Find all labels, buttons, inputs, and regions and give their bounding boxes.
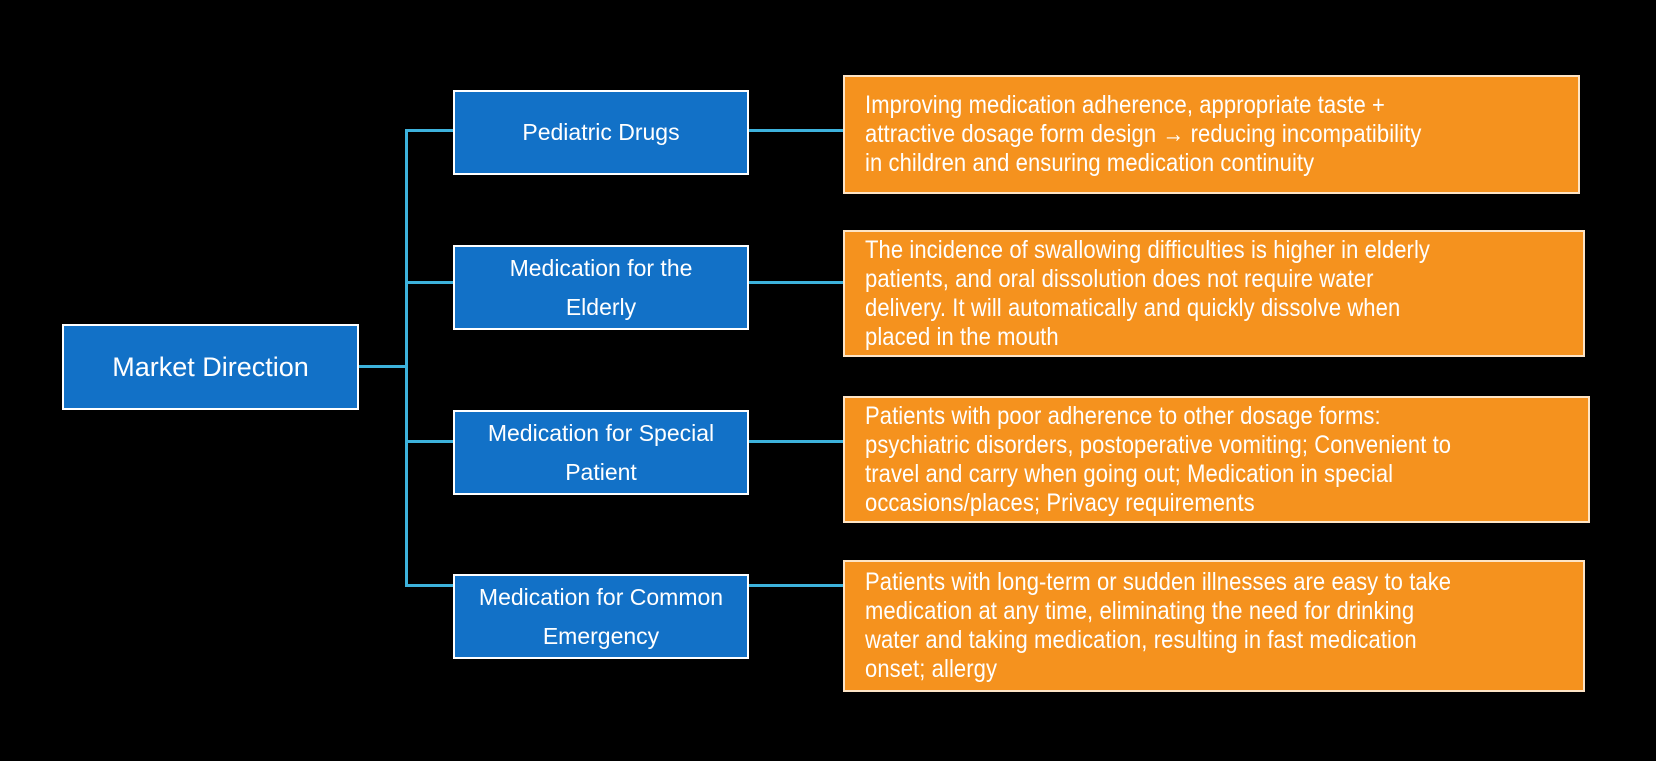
description-text: The incidence of swallowing difficulties… <box>865 235 1431 351</box>
connector-desc-elderly <box>749 281 843 284</box>
description-text: Patients with long-term or sudden illnes… <box>865 568 1452 683</box>
connector-desc-special <box>749 440 843 443</box>
branch-node-label: Medication for Special Patient <box>487 419 715 485</box>
branch-node-pediatric-drugs: Pediatric Drugs <box>453 90 749 175</box>
branch-node-medication-common-emergency: Medication for Common Emergency <box>453 574 749 659</box>
branch-node-label: Medication for the Elderly <box>509 254 693 320</box>
root-node-label: Market Direction <box>112 351 309 382</box>
branch-node-medication-special-patient: Medication for Special Patient <box>453 410 749 495</box>
description-box-pediatric-drugs: Improving medication adherence, appropri… <box>843 75 1580 194</box>
description-text: Improving medication adherence, appropri… <box>865 91 1422 177</box>
branch-node-medication-elderly: Medication for the Elderly <box>453 245 749 330</box>
connector-desc-emergency <box>749 584 843 587</box>
branch-node-label: Medication for Common Emergency <box>478 583 724 649</box>
connector-branch-special <box>406 440 453 443</box>
connector-trunk <box>405 129 408 587</box>
description-box-medication-elderly: The incidence of swallowing difficulties… <box>843 230 1585 357</box>
description-box-medication-common-emergency: Patients with long-term or sudden illnes… <box>843 560 1585 692</box>
description-box-medication-special-patient: Patients with poor adherence to other do… <box>843 396 1590 523</box>
connector-branch-elderly <box>406 281 453 284</box>
connector-root <box>358 365 405 368</box>
connector-branch-pediatric <box>406 129 453 132</box>
connector-desc-pediatric <box>749 129 843 132</box>
root-node-market-direction: Market Direction <box>62 324 359 410</box>
connector-branch-emergency <box>406 584 453 587</box>
branch-node-label: Pediatric Drugs <box>522 119 680 145</box>
description-text: Patients with poor adherence to other do… <box>865 401 1452 517</box>
